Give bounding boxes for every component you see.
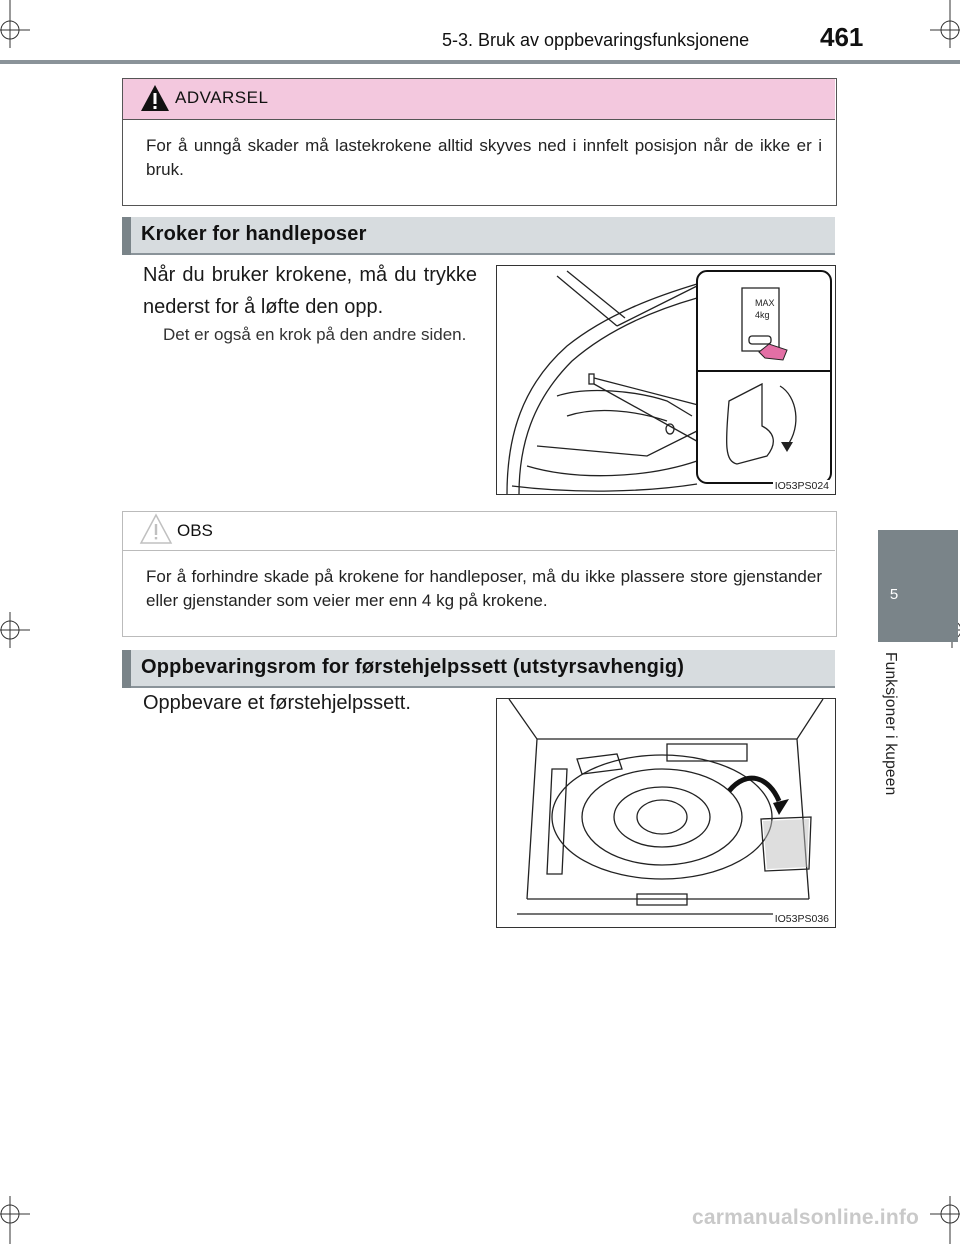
figure-code: IO53PS036 (772, 913, 831, 925)
running-header: 5-3. Bruk av oppbevaringsfunksjonene (442, 30, 750, 50)
section-header-first-aid: Oppbevaringsrom for førstehjelpssett (ut… (122, 650, 835, 688)
crop-mark-bottom-right (930, 1196, 960, 1244)
warning-text: For å unngå skader må lastekrokene allti… (146, 136, 822, 179)
page-number: 461 (820, 22, 864, 52)
instruction-text: Når du bruker krokene, må du trykke nede… (143, 264, 477, 318)
warning-title: ADVARSEL (175, 88, 269, 107)
notice-box (122, 511, 837, 637)
caution-triangle-icon (139, 513, 173, 550)
chapter-number: 5 (889, 586, 899, 603)
figure-shopping-hook: MAX 4kg IO53PS024 (496, 265, 836, 495)
crop-mark-top-left (0, 0, 30, 50)
section-header-shopping-hooks: Kroker for handleposer (122, 217, 835, 255)
section-title: Oppbevaringsrom for førstehjelpssett (ut… (141, 656, 685, 678)
warning-triangle-icon (140, 84, 170, 117)
section-bar (122, 217, 131, 255)
warning-header (123, 79, 835, 120)
instruction-note: Det er også en krok på den andre siden. (163, 325, 467, 344)
instruction-text: Oppbevare et førstehjelpssett. (143, 692, 411, 714)
crop-mark-mid-left (0, 612, 30, 648)
notice-title: OBS (177, 521, 213, 540)
watermark: carmanualsonline.info (692, 1206, 920, 1229)
crop-mark-top-right (930, 0, 960, 50)
weight-label: 4kg (755, 310, 770, 320)
figure-code: IO53PS024 (772, 480, 831, 492)
notice-divider (122, 550, 835, 551)
spare-tire-illustration (508, 699, 824, 915)
chapter-title: Funksjoner i kupeen (882, 652, 899, 796)
notice-text: For å forhindre skade på krokene for han… (146, 567, 822, 610)
figure-first-aid-storage: IO53PS036 (496, 698, 836, 928)
max-label: MAX (755, 298, 775, 308)
crop-mark-bottom-left (0, 1196, 30, 1244)
section-title: Kroker for handleposer (141, 223, 367, 245)
trunk-hook-illustration: MAX 4kg (506, 270, 832, 494)
chapter-tab (878, 530, 958, 642)
section-bar (122, 650, 131, 688)
header-rule (0, 60, 960, 64)
